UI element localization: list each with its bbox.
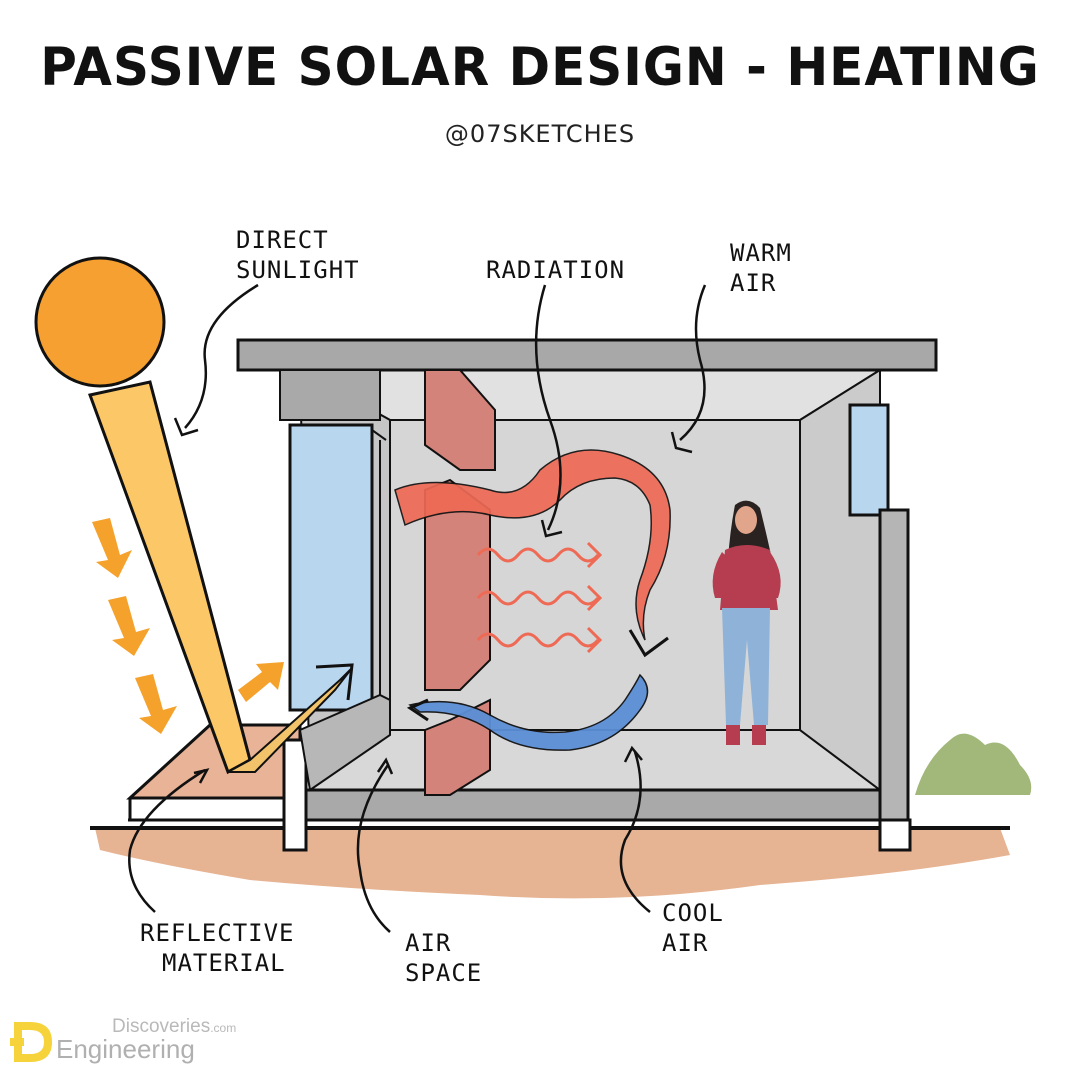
- ceiling: [296, 369, 884, 421]
- label-radiation: RADIATION: [486, 256, 626, 284]
- leader-cool-air: [619, 751, 651, 913]
- window-sill: [298, 693, 391, 792]
- leader-direct-sunlight: [184, 283, 259, 429]
- cool-air-flow: [408, 673, 649, 751]
- watermark: Discoveries.com Engineering: [8, 1012, 248, 1068]
- leader-lines: [128, 283, 707, 933]
- leader-air-space: [356, 764, 391, 933]
- sun-arrow-1: [92, 518, 132, 578]
- overhang: [279, 369, 381, 421]
- watermark-logo-icon: [10, 1022, 52, 1062]
- sun-arrow-2: [108, 596, 150, 656]
- radiation-waves: [476, 541, 603, 654]
- leader-reflective: [128, 768, 206, 913]
- right-foundation: [878, 818, 912, 852]
- clerestory-window: [848, 403, 890, 517]
- south-window: [288, 423, 374, 712]
- roof-slab: [236, 338, 938, 372]
- label-cool-air: COOL AIR: [662, 899, 724, 957]
- ground: [95, 828, 1010, 899]
- label-air-space: AIR SPACE: [405, 929, 483, 987]
- leader-warm-air: [679, 284, 707, 441]
- bush: [915, 733, 1032, 795]
- label-direct-sunlight: DIRECT SUNLIGHT: [236, 226, 360, 284]
- thermal-mass-wall: [424, 478, 491, 691]
- cool-air-arrowhead: [406, 698, 429, 722]
- label-warm-air: WARM AIR: [730, 239, 792, 297]
- right-exterior-wall: [878, 508, 910, 822]
- floor-slab: [298, 788, 882, 822]
- sun-arrow-4: [238, 662, 284, 702]
- thermal-mass-bottom: [424, 698, 491, 796]
- sun: [34, 256, 166, 388]
- person-figure: [712, 500, 781, 745]
- warm-air-arrowhead: [628, 629, 669, 658]
- page-title: PASSIVE SOLAR DESIGN - HEATING: [40, 36, 1040, 98]
- sun-arrow-3: [135, 674, 177, 734]
- label-reflective-material: REFLECTIVE MATERIAL: [140, 919, 295, 977]
- thermal-mass-top: [424, 369, 496, 471]
- warm-air-flow: [394, 449, 671, 641]
- credit-handle: @07SKETCHES: [444, 120, 636, 148]
- leader-radiation: [534, 284, 562, 531]
- left-foundation: [282, 738, 308, 852]
